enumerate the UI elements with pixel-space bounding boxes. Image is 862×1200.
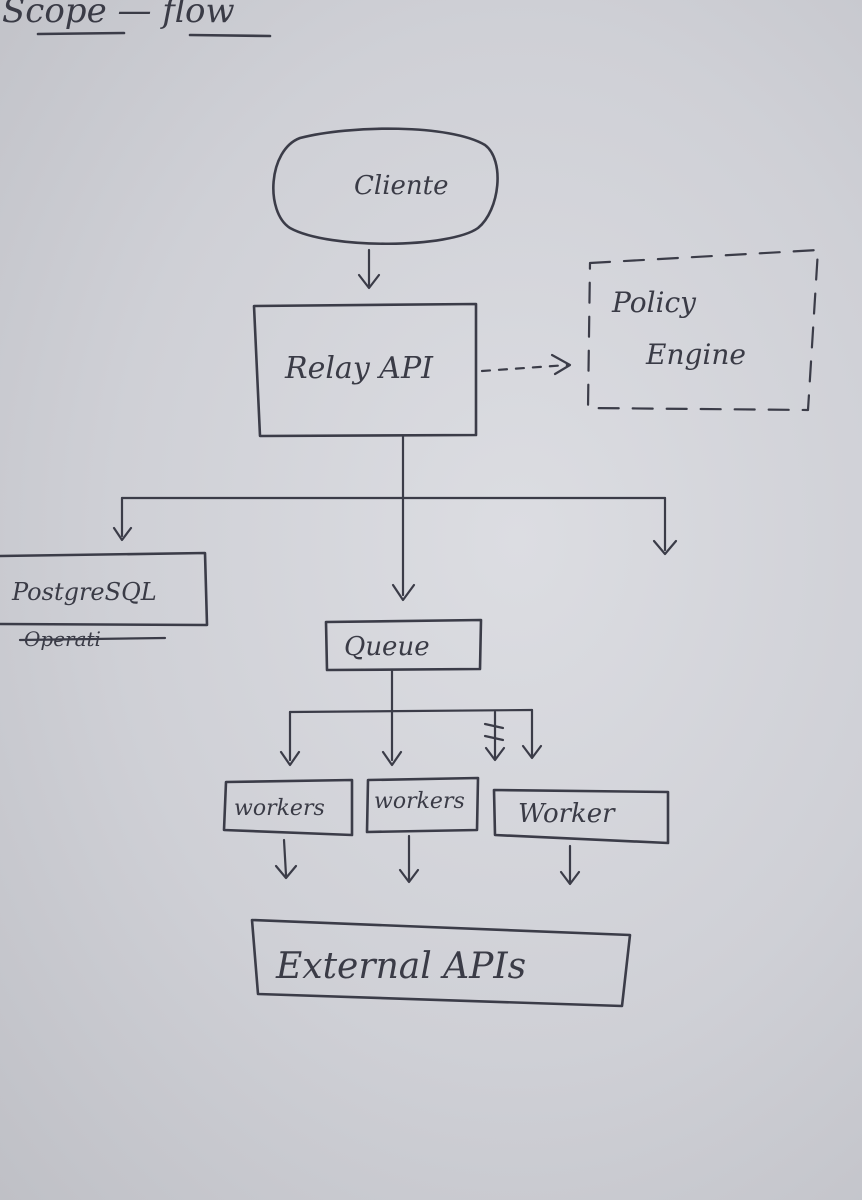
strikethrough-line [18,636,167,642]
queue-label: Queue [344,632,430,662]
branch-to-workers-1-head [279,750,301,767]
worker-3-node-shape [492,788,670,845]
policy-engine-label-line1: Policy [611,286,697,319]
client-node-shape [272,127,499,246]
policy-engine-node-shape [586,248,820,412]
branch-to-worker-extra-head [521,744,543,760]
external-apis-node-shape [250,918,632,1008]
workers-2-node-shape [365,776,480,834]
relay-api-node-shape [252,302,478,438]
arrow-worker3-to-external-head [559,870,581,886]
arrow-relay-to-policy [480,363,570,373]
branch-to-worker-3-head [484,746,506,762]
arrow-relay-to-policy-head [550,353,572,376]
postgresql-label: PostgreSQL [11,578,157,606]
arrow-workers1-to-external-head [274,864,298,880]
diagram-title: Scope — flow [2,0,235,31]
arrow-relay-to-queue-head [391,583,416,602]
workers-1-node-shape [222,778,354,837]
worker-3-label: Worker [518,799,616,829]
branch-line-workers [288,708,534,714]
workers-2-label: workers [374,789,465,814]
title-underline-1 [36,31,126,36]
policy-engine-label-line2: Engine [645,338,746,371]
arrow-workers2-to-external-head [398,868,420,884]
scribble-mark [483,722,505,742]
branch-to-postgres-head [112,526,133,542]
postgresql-node-shape [0,551,209,627]
client-label: Cliente [354,171,449,201]
external-apis-label: External APIs [275,946,526,987]
title-underline-2 [188,33,272,38]
workers-1-label: workers [234,796,325,821]
relay-api-label: Relay API [284,351,434,386]
queue-node-shape [324,618,483,672]
branch-to-workers-2-head [381,750,403,767]
arrow-workers1-to-external [282,838,288,877]
branch-right-unlabeled-head [652,539,678,556]
arrow-client-to-relay-head [357,273,381,290]
